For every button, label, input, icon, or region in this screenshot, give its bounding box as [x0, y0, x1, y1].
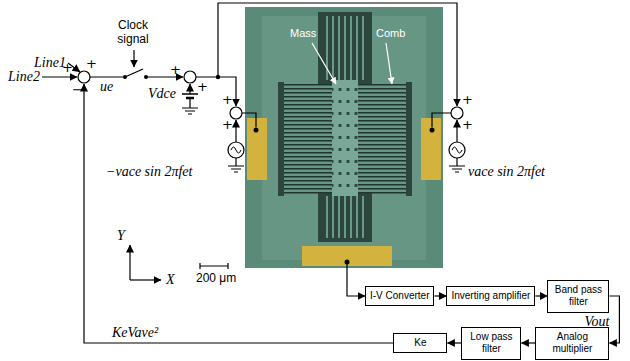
- process-box: Ke: [393, 333, 447, 354]
- wire: [189, 84, 190, 94]
- sign: +: [462, 92, 473, 107]
- wire: [133, 50, 134, 67]
- proof-mass: [332, 80, 358, 196]
- signal-name: Line1: [34, 55, 66, 71]
- wire: [456, 120, 457, 142]
- sign: +: [62, 60, 73, 75]
- comb-anchor: [406, 82, 412, 196]
- control-label: Clock signal: [110, 18, 156, 46]
- box-text: Low pass filter: [466, 331, 516, 356]
- chip-photo: [245, 7, 443, 268]
- wire: [90, 76, 125, 77]
- axis-label: Y: [117, 228, 125, 244]
- voltage-label: Vdce: [148, 86, 176, 102]
- wire: [235, 120, 236, 142]
- sign: +: [222, 117, 233, 132]
- comb-drive: [358, 84, 406, 194]
- sine-symbol: [231, 147, 241, 153]
- connector: [609, 296, 619, 343]
- proof-mass-holes: [332, 80, 358, 196]
- signal-name: Line2: [8, 69, 40, 85]
- source-label: vace sin 2πfet: [468, 164, 545, 180]
- ground-symbol: [449, 158, 465, 172]
- sign: −: [72, 82, 83, 97]
- process-box: Inverting amplifier: [446, 286, 535, 307]
- ac-source: [228, 142, 244, 158]
- wire: [196, 77, 236, 106]
- pointer-arrow: [386, 43, 392, 84]
- junction-dot: [430, 128, 435, 133]
- spring: [324, 196, 366, 238]
- sine-symbol: [452, 147, 462, 153]
- switch-lever: [125, 69, 143, 77]
- switch-contact: [144, 75, 148, 79]
- spring-anchor: [318, 12, 372, 84]
- electrode-pad: [421, 118, 441, 180]
- electrode-pad: [247, 118, 267, 180]
- sign: +: [222, 92, 233, 107]
- process-box: Low pass filter: [461, 327, 521, 360]
- spring: [324, 16, 366, 80]
- spring-anchor: [318, 192, 372, 242]
- sign: +: [86, 56, 97, 71]
- wire: [242, 113, 256, 127]
- comb-drive: [284, 84, 332, 194]
- source-label: −vace sin 2πfet: [106, 164, 192, 180]
- wire: [432, 113, 451, 127]
- summing-junction: [184, 71, 196, 83]
- switch-contact: [123, 75, 127, 79]
- process-box: Analog multiplier: [535, 327, 609, 360]
- wire: [84, 84, 393, 343]
- ground-symbol: [182, 98, 198, 114]
- battery-plate: [182, 93, 198, 95]
- connector: [535, 295, 547, 296]
- axis-arrow: [130, 279, 161, 280]
- axis-label: X: [166, 272, 175, 288]
- sign: +: [170, 62, 181, 77]
- connector: [434, 295, 446, 296]
- part-name: Comb: [376, 27, 405, 39]
- scale-bar: [200, 263, 228, 269]
- wire: [218, 3, 457, 106]
- process-box: I-V Converter: [365, 286, 434, 307]
- sign: +: [462, 117, 473, 132]
- scale-label: 200 μm: [196, 271, 236, 285]
- connector: [521, 342, 535, 343]
- sign: +: [197, 79, 208, 94]
- chip-region: [262, 16, 426, 260]
- junction-dot: [254, 128, 259, 133]
- ground-symbol: [228, 158, 244, 172]
- summing-junction: [451, 107, 463, 119]
- box-text: Inverting amplifier: [451, 290, 530, 303]
- box-text: Analog multiplier: [540, 331, 604, 356]
- signal-name: ue: [100, 79, 113, 95]
- comb-anchor: [278, 82, 284, 196]
- part-name: Mass: [290, 27, 316, 39]
- signal-name: KeVave²: [112, 325, 158, 341]
- wire: [347, 262, 365, 296]
- junction-dot: [216, 75, 220, 79]
- summing-junction: [78, 71, 90, 83]
- wire: [42, 76, 77, 77]
- ac-source: [449, 142, 465, 158]
- box-text: Ke: [398, 337, 442, 350]
- axis-arrow: [129, 245, 130, 280]
- pointer-arrow: [312, 43, 336, 84]
- process-box: Band pass filter: [547, 280, 609, 313]
- connector: [447, 342, 461, 343]
- box-text: Band pass filter: [552, 284, 604, 309]
- box-text: I-V Converter: [370, 290, 429, 303]
